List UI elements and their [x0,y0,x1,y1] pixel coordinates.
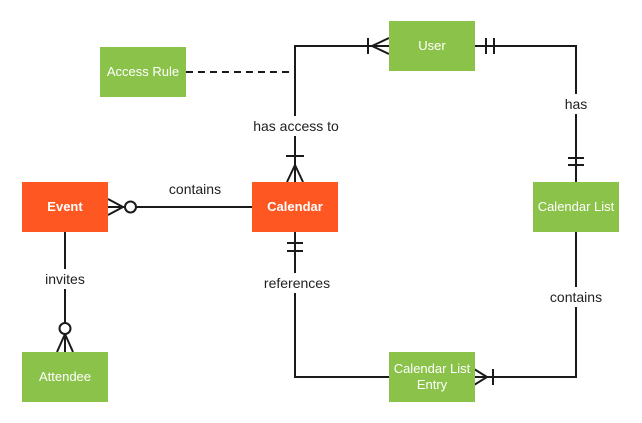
crow-foot-many-icon [371,37,390,55]
crow-foot-many-icon [473,368,488,386]
entity-calendar-list-entry-label: Calendar List Entry [393,360,471,392]
connector-calendar-contains-event [107,198,252,216]
double-tick-one-icon [485,38,495,54]
relationship-label-has-access-to: has access to [248,116,344,136]
entity-user-label: User [418,37,446,53]
entity-calendar-list-label: Calendar List [537,198,615,214]
entity-access-rule: Access Rule [100,47,186,97]
entity-calendar: Calendar [252,182,338,232]
entity-access-rule-label: Access Rule [106,63,180,79]
relationship-label-references: references [258,273,336,293]
crow-foot-many-icon [56,333,74,353]
connector-line [294,45,389,182]
connector-line [294,232,389,378]
relationship-label-has: has [559,94,593,114]
double-tick-one-icon [568,157,584,166]
entity-calendar-list-entry: Calendar List Entry [389,352,475,402]
crow-foot-many-icon [286,164,304,183]
entity-attendee-label: Attendee [38,368,92,384]
entity-event: Event [22,182,108,232]
crow-foot-many-icon [107,198,124,216]
connector-list-contains-entries [473,232,577,386]
connector-line [475,45,577,182]
ring-zero-icon [58,322,72,335]
entity-event-label: Event [47,198,83,214]
ring-zero-icon [124,200,137,214]
relationship-label-invites: invites [40,269,90,289]
relationship-label-contains-entries: contains [544,287,608,307]
connector-has-access-to [286,37,390,183]
entity-calendar-list: Calendar List [533,182,619,232]
connector-references [287,232,389,378]
double-tick-one-icon [287,242,303,252]
entity-calendar-label: Calendar [267,198,323,214]
connector-invites [56,232,74,353]
entity-attendee: Attendee [22,352,108,402]
entity-user: User [389,21,475,71]
relationship-label-contains-event: contains [163,179,227,199]
connector-line [474,232,577,378]
connector-user-has-calendar-list [475,38,584,182]
